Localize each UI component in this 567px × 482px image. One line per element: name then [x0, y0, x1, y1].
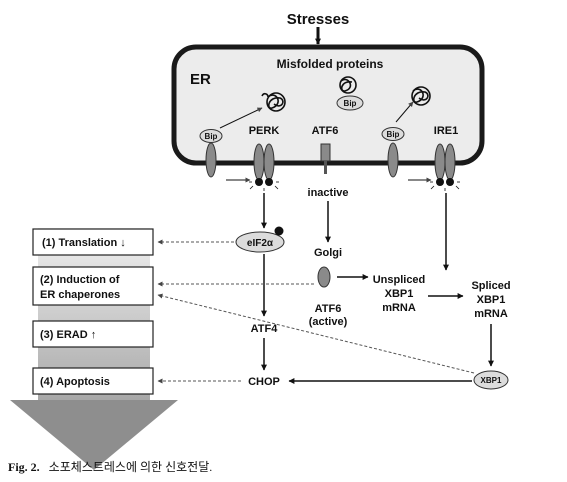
- chaperones-line2: ER chaperones: [40, 289, 120, 301]
- xbp1-protein-node: [473, 370, 509, 390]
- perk-dimer-b: [263, 143, 275, 181]
- apoptosis-label: (4) Apoptosis: [40, 376, 110, 388]
- translation-label: (1) Translation ↓: [42, 237, 126, 249]
- perk-label: PERK: [249, 125, 280, 137]
- er-membrane: [171, 44, 485, 166]
- bip-ire1-dissociation-arrow: [395, 101, 414, 123]
- atf6-active-node: [317, 266, 331, 288]
- eif2a-phosphate-icon: [274, 226, 284, 236]
- eif2a-node: [235, 231, 285, 253]
- er-label: ER: [190, 71, 211, 88]
- atf6-active-state: (active): [309, 316, 348, 328]
- misfolded-protein-right-icon: [411, 86, 431, 106]
- ire1-label: IRE1: [434, 125, 458, 137]
- translation-box: [32, 228, 154, 256]
- atf6-active-label: ATF6: [315, 303, 342, 315]
- unspliced-xbp1-line3: mRNA: [382, 302, 416, 314]
- erad-box: [32, 320, 154, 348]
- spliced-xbp1-line3: mRNA: [474, 308, 508, 320]
- atf6-inactive-label: inactive: [308, 187, 349, 199]
- golgi-label: Golgi: [314, 247, 342, 259]
- spliced-xbp1-line1: Spliced: [471, 280, 510, 292]
- ire1-dimer-b: [444, 143, 456, 181]
- caption-prefix: Fig. 2.: [8, 460, 40, 474]
- misfolded-protein-center-icon: [339, 76, 357, 94]
- ire1-dimer-a: [434, 143, 446, 181]
- ire1-phosphorylation-icon: [430, 178, 460, 191]
- perk-dimer-a: [253, 143, 265, 181]
- perk-monomer: [205, 142, 217, 178]
- bip-center: [336, 95, 364, 111]
- figure-caption: Fig. 2. 소포체스트레스에 의한 신호전달.: [8, 460, 212, 474]
- perk-phosphorylation-icon: [249, 178, 279, 191]
- spliced-xbp1-line2: XBP1: [477, 294, 506, 306]
- bip-center-label: Bip: [344, 99, 357, 108]
- outcome-gradient-arrow: [10, 228, 178, 470]
- apoptosis-box: [32, 367, 154, 395]
- misfolded-protein-left-icon: [261, 92, 286, 112]
- bip-ire1-label: Bip: [387, 130, 400, 139]
- stresses-label: Stresses: [287, 11, 350, 28]
- eif2a-label: eIF2α: [247, 238, 274, 249]
- bip-ire1: [381, 127, 405, 141]
- ire1-monomer: [387, 142, 399, 178]
- erad-label: (3) ERAD ↑: [40, 329, 96, 341]
- misfolded-proteins-label: Misfolded proteins: [277, 57, 384, 71]
- bip-perk-label: Bip: [205, 132, 218, 141]
- atf6-label: ATF6: [312, 125, 339, 137]
- chaperones-box: [32, 266, 154, 306]
- chaperones-line1: (2) Induction of: [40, 274, 120, 286]
- xbp1-to-chaperones-arrow: [157, 293, 475, 374]
- unspliced-xbp1-line2: XBP1: [385, 288, 414, 300]
- unspliced-xbp1-line1: Unspliced: [373, 274, 426, 286]
- atf6-receptor: [320, 143, 331, 162]
- bip-perk-dissociation-arrow: [219, 107, 263, 129]
- atf4-label: ATF4: [251, 323, 279, 335]
- chop-label: CHOP: [248, 376, 280, 388]
- xbp1-protein-label: XBP1: [481, 376, 502, 385]
- caption-text: 소포체스트레스에 의한 신호전달.: [49, 460, 213, 474]
